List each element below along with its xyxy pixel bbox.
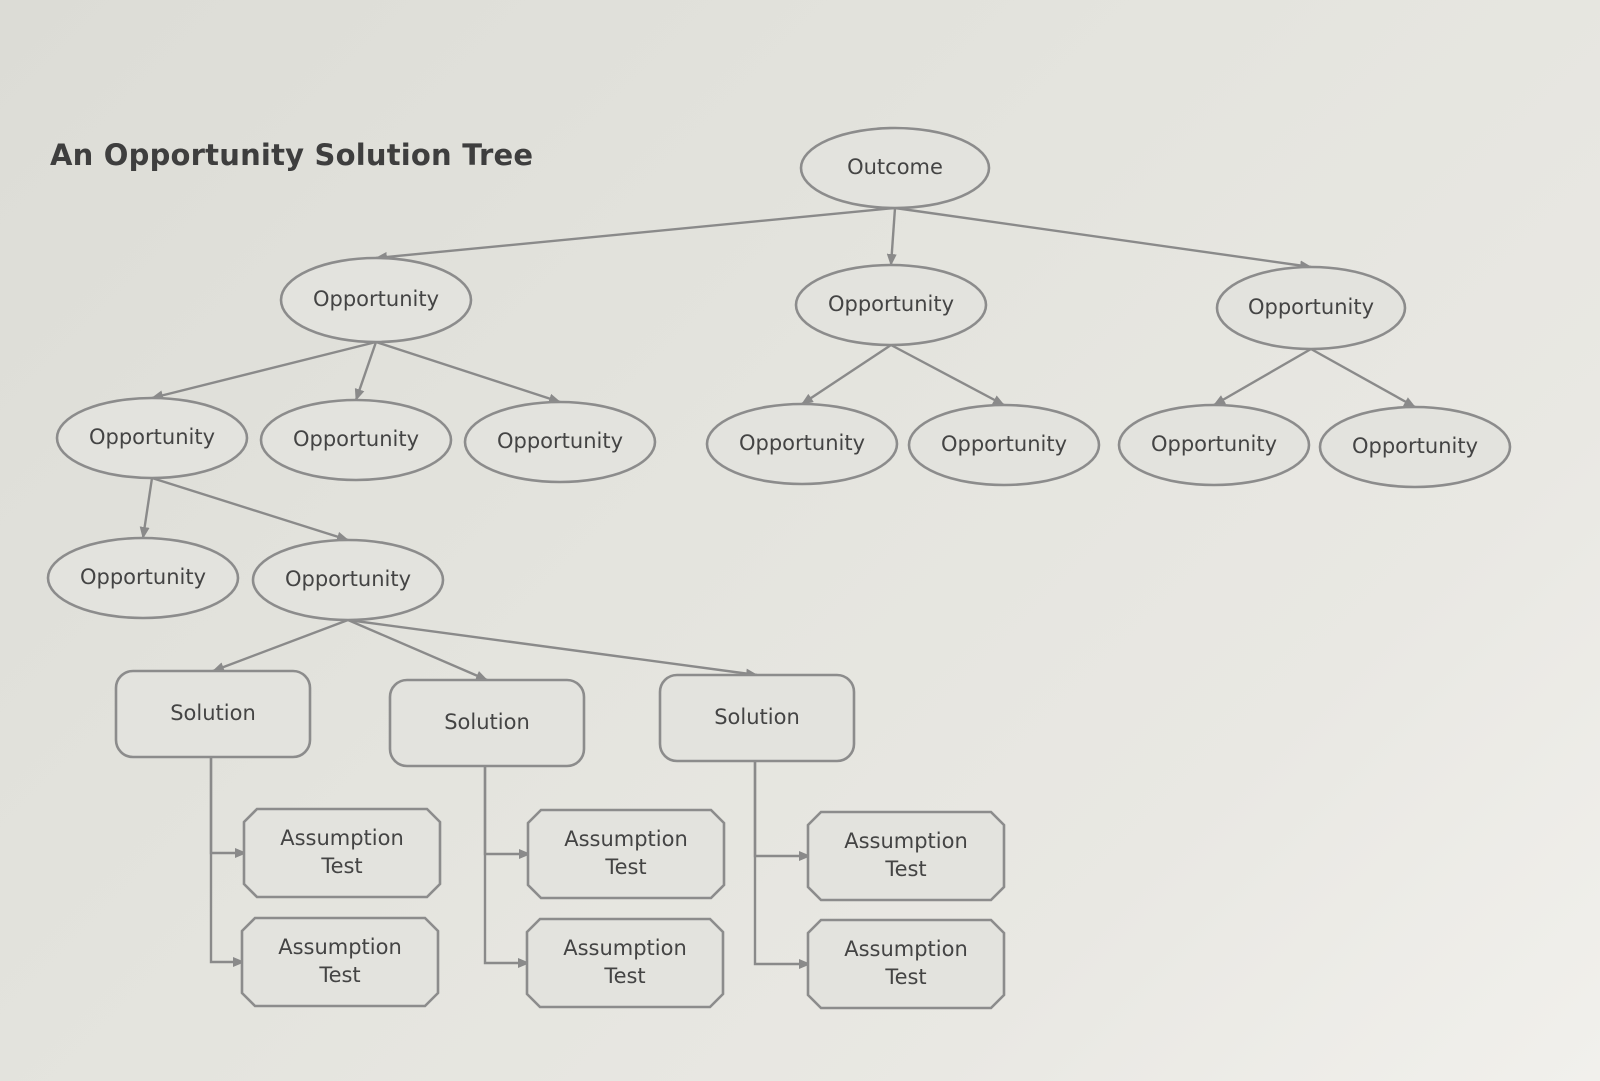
edge-opp-a1b-to-sol-2	[347, 618, 488, 682]
assumption-test-box	[806, 918, 1006, 1010]
opportunity-node: Opportunity	[1215, 265, 1407, 351]
opportunity-node: Opportunity	[279, 256, 473, 344]
outcome-node: Outcome	[799, 126, 991, 210]
solution-label: Solution	[444, 710, 530, 734]
edge-layer	[139, 206, 1416, 969]
edge-opp-c-to-opp-c1	[1213, 347, 1312, 407]
opportunity-node: Opportunity	[259, 398, 453, 482]
opportunity-node: Opportunity	[251, 538, 445, 622]
assumption-test-label: Assumption	[844, 937, 968, 961]
opportunity-label: Opportunity	[739, 431, 865, 455]
opportunity-label: Opportunity	[1352, 434, 1478, 458]
opportunity-ellipse	[279, 256, 473, 344]
opportunity-ellipse	[907, 403, 1101, 487]
solution-node: Solution	[114, 669, 312, 759]
assumption-test-label: Assumption	[564, 827, 688, 851]
edge-opp-a1b-to-sol-1	[212, 618, 349, 673]
opportunity-node: Opportunity	[463, 400, 657, 484]
opportunity-ellipse	[1215, 265, 1407, 351]
edge-sol-2-to-test-2b	[483, 766, 530, 968]
solution-label: Solution	[714, 705, 800, 729]
assumption-test-box	[240, 916, 440, 1008]
assumption-test-label: Assumption	[278, 935, 402, 959]
assumption-test-box	[242, 807, 442, 899]
assumption-test-label: Assumption	[844, 829, 968, 853]
edge-opp-b-to-opp-b2	[890, 343, 1005, 407]
edge-opp-b-to-opp-b1	[801, 343, 892, 406]
opportunity-ellipse	[705, 402, 899, 486]
opportunity-ellipse	[794, 263, 988, 347]
outcome-ellipse	[799, 126, 991, 210]
edge-opp-a1-to-opp-a1b	[151, 476, 349, 542]
assumption-test-label: Test	[320, 854, 362, 878]
edge-outcome-to-opp-c	[894, 206, 1312, 271]
solution-node: Solution	[388, 678, 586, 768]
solution-box	[388, 678, 586, 768]
opportunity-label: Opportunity	[80, 565, 206, 589]
edge-sol-3-to-test-3b	[753, 761, 811, 969]
opportunity-node: Opportunity	[1318, 405, 1512, 489]
edge-opp-a1-to-opp-a1a	[139, 477, 154, 539]
edge-sol-1-to-test-1a	[209, 757, 247, 858]
opportunity-node: Opportunity	[46, 536, 240, 620]
opportunity-ellipse	[463, 400, 657, 484]
edge-sol-3-to-test-3a	[753, 761, 811, 861]
opportunity-node: Opportunity	[705, 402, 899, 486]
opportunity-label: Opportunity	[497, 429, 623, 453]
solution-box	[114, 669, 312, 759]
outcome-label: Outcome	[847, 155, 943, 179]
opportunity-ellipse	[259, 398, 453, 482]
edge-opp-c-to-opp-c2	[1310, 347, 1416, 409]
assumption-test-label: Test	[884, 857, 926, 881]
opportunity-node: Opportunity	[55, 396, 249, 480]
solution-box	[658, 673, 856, 763]
opportunity-label: Opportunity	[828, 292, 954, 316]
assumption-test-label: Assumption	[280, 826, 404, 850]
diagram-title: An Opportunity Solution Tree	[50, 138, 534, 172]
edge-sol-2-to-test-2a	[483, 766, 531, 859]
opportunity-label: Opportunity	[1151, 432, 1277, 456]
edge-opp-a-to-opp-a2	[354, 341, 378, 401]
assumption-test-box	[525, 917, 725, 1009]
opportunity-label: Opportunity	[1248, 295, 1374, 319]
opportunity-ellipse	[251, 538, 445, 622]
edge-sol-1-to-test-1b	[209, 757, 245, 967]
opportunity-node: Opportunity	[907, 403, 1101, 487]
opportunity-ellipse	[46, 536, 240, 620]
edge-opp-a1b-to-sol-3	[347, 618, 758, 679]
assumption-test-label: Test	[884, 965, 926, 989]
edge-opp-a-to-opp-a3	[375, 340, 561, 404]
solution-label: Solution	[170, 701, 256, 725]
edge-outcome-to-opp-b	[886, 207, 897, 266]
opportunity-label: Opportunity	[313, 287, 439, 311]
assumption-test-label: Assumption	[563, 936, 687, 960]
assumption-test-label: Test	[318, 963, 360, 987]
assumption-test-box	[806, 810, 1006, 902]
assumption-test-label: Test	[603, 964, 645, 988]
opportunity-label: Opportunity	[941, 432, 1067, 456]
opportunity-label: Opportunity	[293, 427, 419, 451]
opportunity-ellipse	[55, 396, 249, 480]
edge-opp-a-to-opp-a1	[151, 340, 377, 401]
opportunity-label: Opportunity	[89, 425, 215, 449]
opportunity-node: Opportunity	[1117, 403, 1311, 487]
opportunity-ellipse	[1318, 405, 1512, 489]
edge-outcome-to-opp-a	[375, 206, 896, 262]
solution-node: Solution	[658, 673, 856, 763]
opportunity-label: Opportunity	[285, 567, 411, 591]
assumption-test-box	[526, 808, 726, 900]
opportunity-node: Opportunity	[794, 263, 988, 347]
assumption-test-label: Test	[604, 855, 646, 879]
opportunity-ellipse	[1117, 403, 1311, 487]
